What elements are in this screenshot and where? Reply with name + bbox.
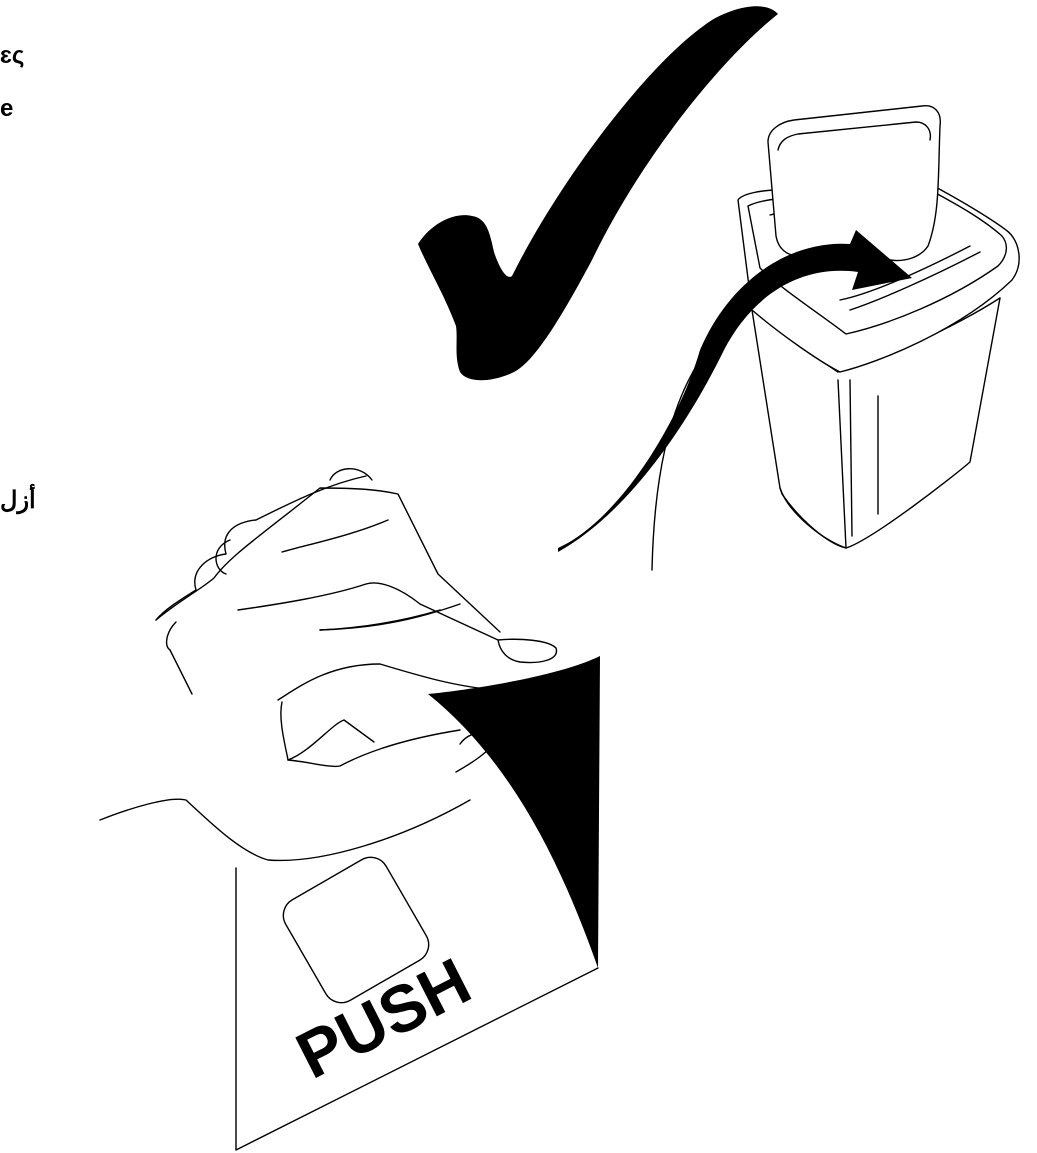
trash-bin-icon xyxy=(738,106,1019,548)
hand-icon xyxy=(100,469,557,861)
push-tab-icon: PUSH xyxy=(236,656,600,1150)
curved-arrow-icon xyxy=(558,230,912,570)
